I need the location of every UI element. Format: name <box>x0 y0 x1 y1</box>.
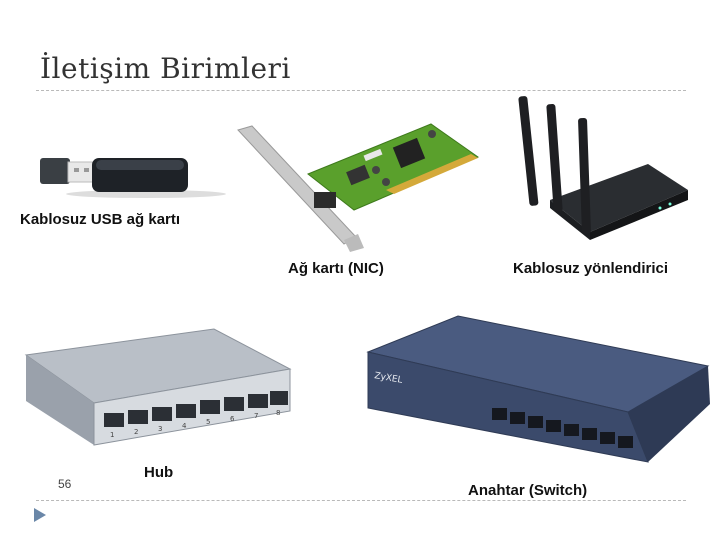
hub-port-num-4: 4 <box>182 422 187 430</box>
slide-title: İletişim Birimleri <box>40 52 291 85</box>
usb-adapter-label: Kablosuz USB ağ kartı <box>20 211 181 228</box>
switch-brand: ZyXEL <box>373 371 403 386</box>
hub-port-num-6: 6 <box>230 415 235 423</box>
bullet-arrow-icon <box>34 508 46 522</box>
router-label: Kablosuz yönlendirici <box>513 260 669 277</box>
switch-label: Anahtar (Switch) <box>468 482 588 499</box>
top-divider <box>36 90 686 91</box>
usb-adapter-image <box>40 158 226 198</box>
hub-port-num-2: 2 <box>134 428 138 436</box>
hub-port-num-3: 3 <box>158 425 162 433</box>
bottom-divider <box>36 500 686 501</box>
nic-image <box>237 123 480 252</box>
hub-port-num-7: 7 <box>254 412 258 420</box>
router-image <box>518 96 688 240</box>
hub-port-num-5: 5 <box>206 418 210 426</box>
hub-label: Hub <box>144 464 174 481</box>
page-number: 56 <box>58 477 72 491</box>
hub-image: 1 2 3 4 5 6 7 8 <box>24 328 292 446</box>
switch-image: ZyXEL <box>366 315 710 463</box>
hub-port-num-1: 1 <box>110 431 114 439</box>
hub-port-num-8: 8 <box>276 409 280 417</box>
nic-label: Ağ kartı (NIC) <box>288 260 384 277</box>
